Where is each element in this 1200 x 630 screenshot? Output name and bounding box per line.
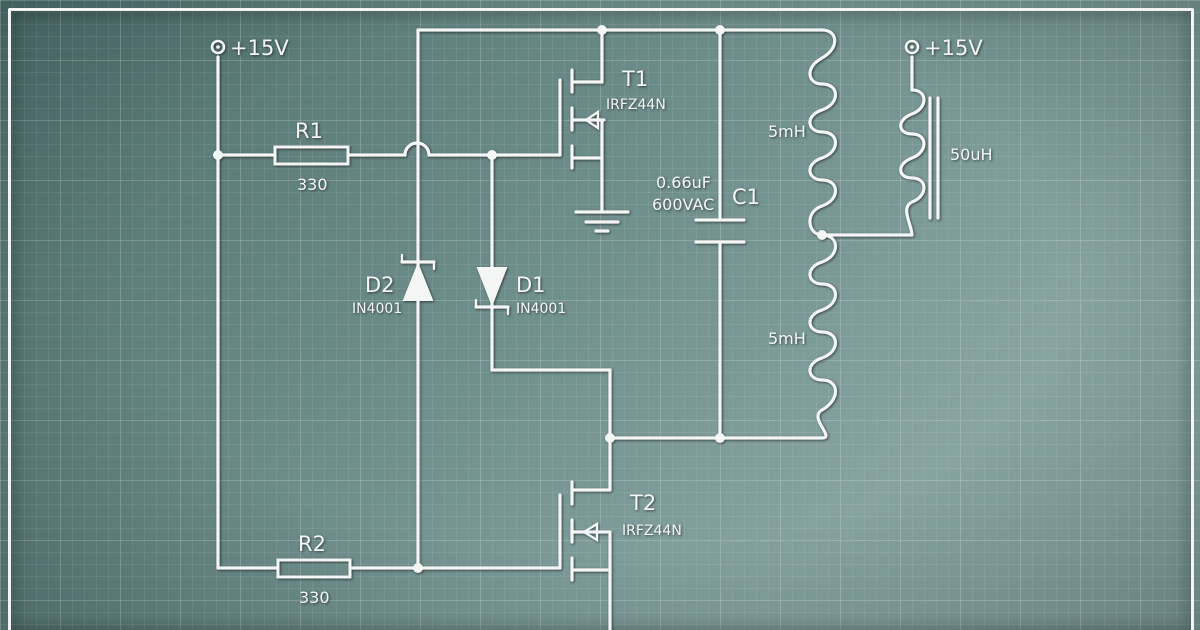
- junction-dots: [213, 25, 827, 573]
- t1-name: T1: [621, 67, 648, 91]
- d1-name: D1: [516, 273, 546, 297]
- capacitor-c1: 0.66uF 600VAC C1: [652, 173, 760, 244]
- d2-name: D2: [365, 273, 395, 297]
- supply-label-left: +15V: [230, 36, 289, 60]
- resistor-r2: R2 330: [276, 532, 352, 607]
- d1-part: IN4001: [516, 301, 566, 317]
- diode-d2: D2 IN4001: [352, 253, 436, 317]
- choke-inductor: 50uH: [899, 88, 993, 237]
- frame-border: [8, 8, 1194, 630]
- supply-terminal-right: +15V: [904, 36, 983, 60]
- supply-terminal-left: +15V: [210, 36, 289, 60]
- c1-name: C1: [732, 185, 760, 209]
- r2-value: 330: [299, 588, 330, 607]
- r1-value: 330: [297, 175, 328, 194]
- r1-name: R1: [295, 119, 323, 143]
- c1-rating: 600VAC: [652, 195, 714, 214]
- diode-d1: D1 IN4001: [474, 267, 566, 317]
- resistor-r1: R1 330: [273, 119, 350, 194]
- t2-name: T2: [629, 491, 656, 515]
- ground-symbol: [574, 210, 630, 233]
- inductor-lower-value: 5mH: [768, 329, 806, 348]
- d2-part: IN4001: [352, 301, 402, 317]
- mosfet-t2: T2 IRFZ44N: [558, 480, 682, 582]
- inductor-primary: 5mH 5mH: [768, 28, 838, 440]
- inductor-upper-value: 5mH: [768, 122, 806, 141]
- c1-value: 0.66uF: [656, 173, 711, 192]
- choke-value: 50uH: [950, 145, 993, 164]
- t2-part: IRFZ44N: [622, 523, 682, 539]
- mosfet-t1: T1 IRFZ44N: [558, 67, 666, 170]
- r2-name: R2: [298, 532, 326, 556]
- t1-part: IRFZ44N: [606, 97, 666, 113]
- supply-label-right: +15V: [924, 36, 983, 60]
